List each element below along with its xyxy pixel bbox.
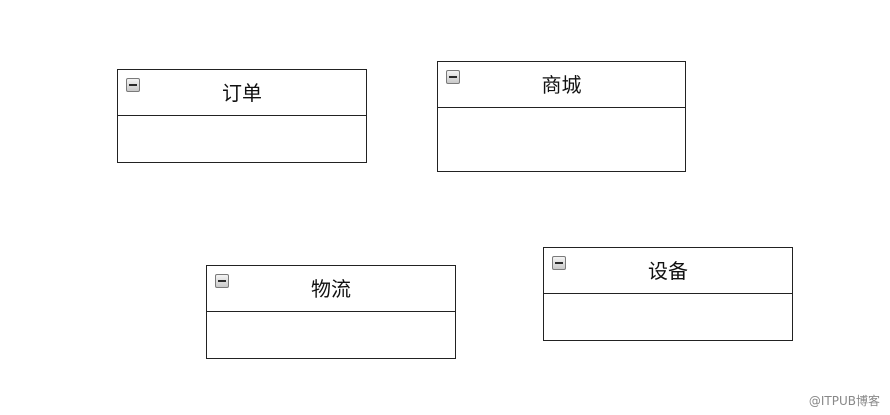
entity-header: 物流 (207, 266, 455, 312)
entity-header: 订单 (118, 70, 366, 116)
entity-title: 订单 (222, 80, 262, 105)
entity-box-mall[interactable]: 商城 (437, 61, 686, 172)
entity-header: 设备 (544, 248, 792, 294)
watermark: @ITPUB博客 (808, 394, 880, 408)
entity-box-device[interactable]: 设备 (543, 247, 793, 341)
entity-box-order[interactable]: 订单 (117, 69, 367, 163)
collapse-icon[interactable] (446, 70, 460, 84)
entity-title: 设备 (648, 258, 688, 283)
entity-header: 商城 (438, 62, 685, 108)
entity-title: 物流 (311, 276, 351, 301)
collapse-icon[interactable] (126, 78, 140, 92)
collapse-icon[interactable] (552, 256, 566, 270)
entity-box-logistics[interactable]: 物流 (206, 265, 456, 359)
collapse-icon[interactable] (215, 274, 229, 288)
entity-title: 商城 (541, 72, 582, 97)
